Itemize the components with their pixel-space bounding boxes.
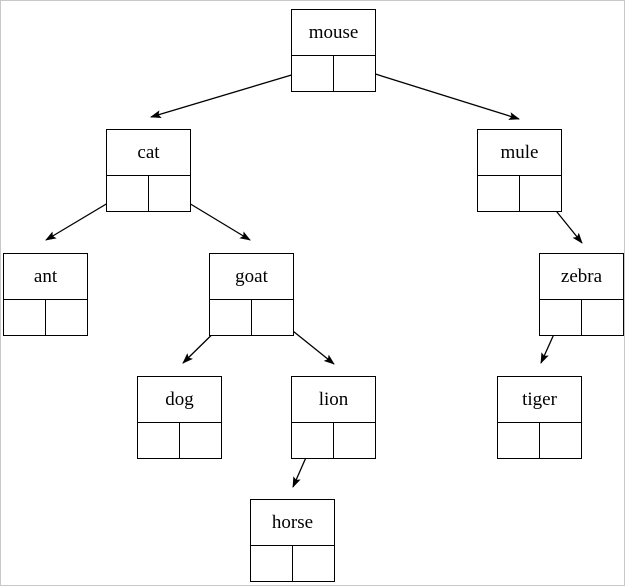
- left-pointer-cell-zebra[interactable]: [540, 300, 582, 335]
- node-pointers-tiger: [498, 423, 581, 458]
- node-label-mule: mule: [478, 130, 561, 176]
- right-pointer-cell-mouse[interactable]: [334, 56, 376, 91]
- node-pointers-horse: [251, 546, 334, 581]
- right-pointer-cell-zebra[interactable]: [582, 300, 624, 335]
- node-label-tiger: tiger: [498, 377, 581, 423]
- node-label-horse: horse: [251, 500, 334, 546]
- right-pointer-cell-horse[interactable]: [293, 546, 335, 581]
- left-pointer-cell-horse[interactable]: [251, 546, 293, 581]
- node-pointers-ant: [4, 300, 87, 335]
- right-pointer-cell-mule[interactable]: [520, 176, 562, 211]
- tree-node-mule[interactable]: mule: [477, 129, 562, 212]
- node-label-dog: dog: [138, 377, 221, 423]
- right-pointer-cell-cat[interactable]: [149, 176, 191, 211]
- right-pointer-cell-ant[interactable]: [46, 300, 88, 335]
- node-pointers-dog: [138, 423, 221, 458]
- tree-node-lion[interactable]: lion: [291, 376, 376, 459]
- left-pointer-cell-goat[interactable]: [210, 300, 252, 335]
- node-pointers-goat: [210, 300, 293, 335]
- tree-node-goat[interactable]: goat: [209, 253, 294, 336]
- left-pointer-cell-lion[interactable]: [292, 423, 334, 458]
- node-label-ant: ant: [4, 254, 87, 300]
- node-pointers-lion: [292, 423, 375, 458]
- node-label-zebra: zebra: [540, 254, 623, 300]
- left-pointer-cell-dog[interactable]: [138, 423, 180, 458]
- left-pointer-cell-tiger[interactable]: [498, 423, 540, 458]
- right-pointer-cell-dog[interactable]: [180, 423, 222, 458]
- right-pointer-cell-tiger[interactable]: [540, 423, 582, 458]
- tree-node-horse[interactable]: horse: [250, 499, 335, 582]
- tree-node-cat[interactable]: cat: [106, 129, 191, 212]
- tree-node-mouse[interactable]: mouse: [291, 9, 376, 92]
- node-label-goat: goat: [210, 254, 293, 300]
- right-pointer-cell-lion[interactable]: [334, 423, 376, 458]
- node-label-cat: cat: [107, 130, 190, 176]
- right-pointer-cell-goat[interactable]: [252, 300, 294, 335]
- node-label-lion: lion: [292, 377, 375, 423]
- left-pointer-cell-cat[interactable]: [107, 176, 149, 211]
- left-pointer-cell-ant[interactable]: [4, 300, 46, 335]
- tree-node-tiger[interactable]: tiger: [497, 376, 582, 459]
- edge-mouse-right-mule: [352, 66, 520, 120]
- tree-node-ant[interactable]: ant: [3, 253, 88, 336]
- node-pointers-mouse: [292, 56, 375, 91]
- tree-node-zebra[interactable]: zebra: [539, 253, 624, 336]
- tree-node-dog[interactable]: dog: [137, 376, 222, 459]
- left-pointer-cell-mouse[interactable]: [292, 56, 334, 91]
- node-pointers-zebra: [540, 300, 623, 335]
- node-pointers-mule: [478, 176, 561, 211]
- node-pointers-cat: [107, 176, 190, 211]
- node-label-mouse: mouse: [292, 10, 375, 56]
- left-pointer-cell-mule[interactable]: [478, 176, 520, 211]
